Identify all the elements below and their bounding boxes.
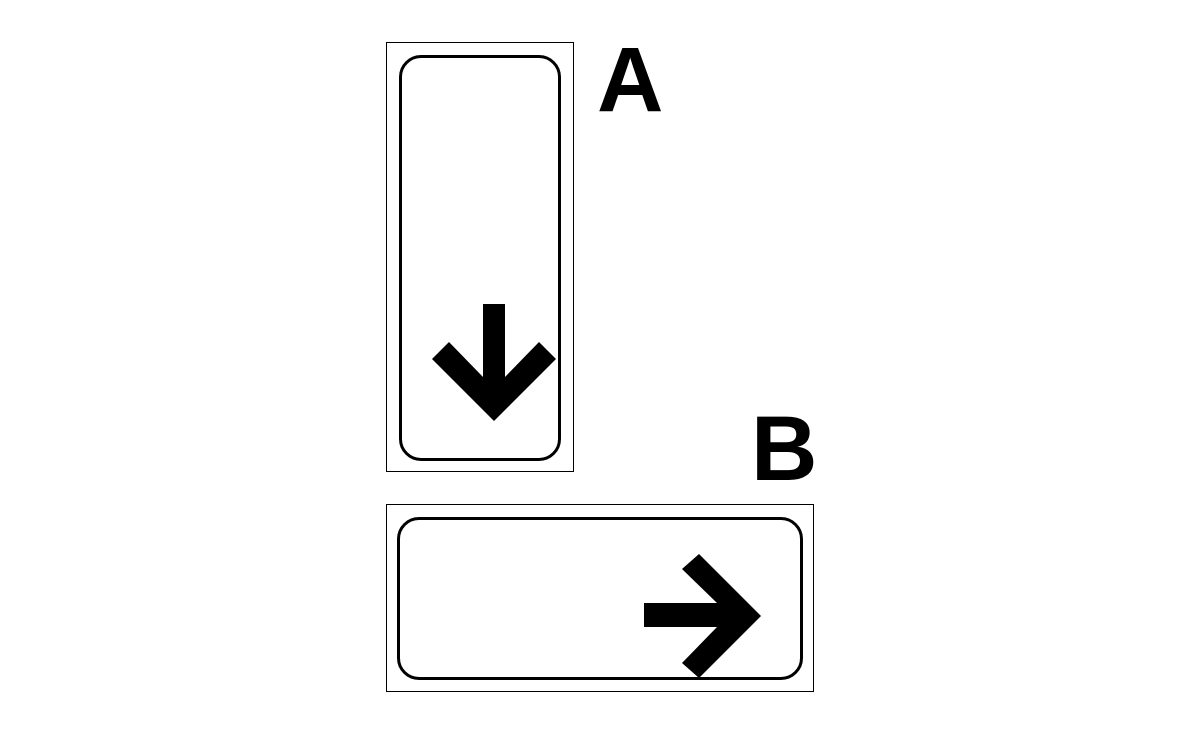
arrow-right-icon <box>644 554 761 678</box>
sign-b-label: B <box>751 398 818 500</box>
sign-a <box>386 42 574 472</box>
sign-b-panel <box>397 517 803 680</box>
sign-a-panel <box>399 55 561 461</box>
sign-b <box>386 504 814 692</box>
arrow-down-icon <box>432 304 556 421</box>
sign-a-label: A <box>597 29 664 131</box>
